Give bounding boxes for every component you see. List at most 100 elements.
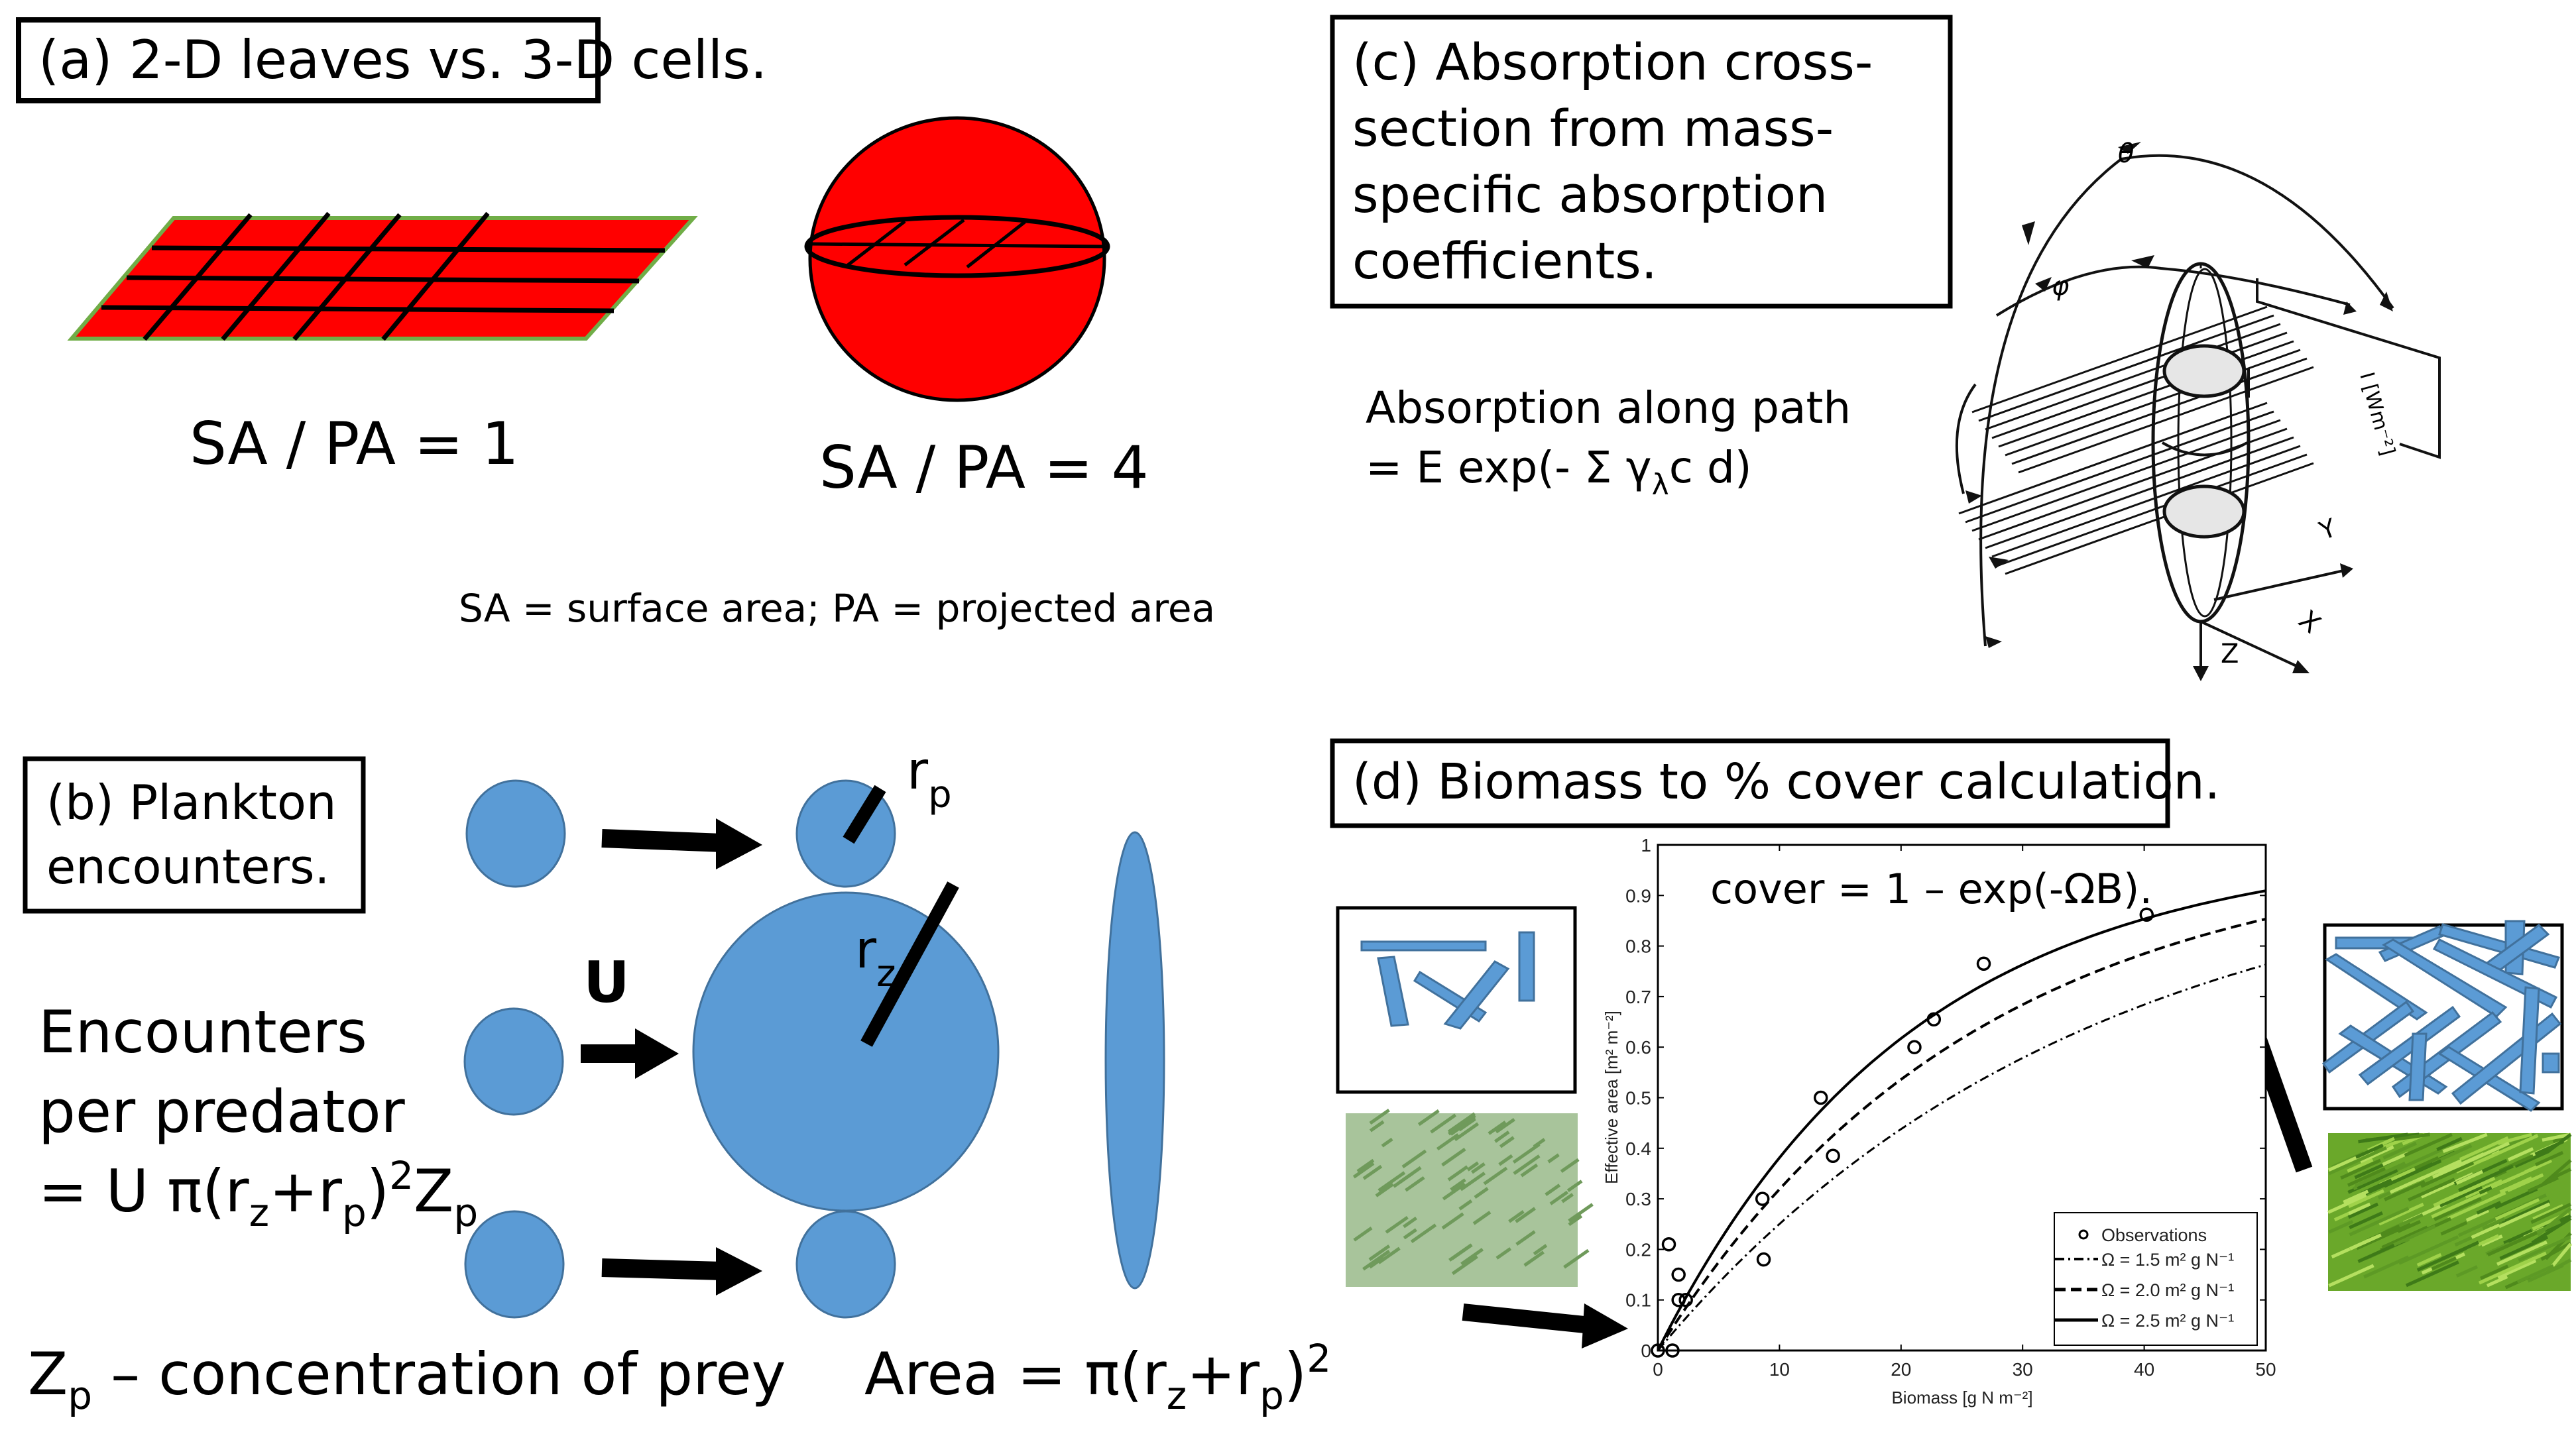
photo-blade: [2383, 1159, 2442, 1188]
photo-blade: [1545, 1184, 1561, 1197]
photo-blade: [1401, 1149, 1427, 1169]
photo-blade: [1385, 1215, 1409, 1234]
chart-legend: Observations Ω = 1.5 m² g N⁻¹ Ω = 2.0 m²…: [2054, 1212, 2258, 1346]
photo-blade: [1523, 1250, 1545, 1267]
leaf-blade: [2325, 953, 2428, 1020]
photo-blade: [1398, 1166, 1422, 1184]
photo-blade: [2481, 1234, 2503, 1247]
arrow-right-icon: [601, 818, 762, 869]
photo-blade: [2363, 1255, 2410, 1279]
prey-cell: [464, 1210, 565, 1319]
photo-blade: [2476, 1201, 2502, 1215]
photo-blade: [2436, 1136, 2463, 1152]
dense-photo-blades: [2327, 1132, 2572, 1290]
y-tick-label: 0.1: [1625, 1290, 1651, 1311]
photo-blade: [1471, 1162, 1486, 1174]
photo-blade: [2433, 1197, 2482, 1221]
predator-radius-line: [860, 881, 959, 1047]
photo-blade: [2357, 1168, 2398, 1190]
panel-b-title-line2: encounters.: [46, 839, 329, 895]
photo-blade: [1533, 1138, 1546, 1148]
photo-blade: [1448, 1243, 1473, 1262]
photo-blade: [1460, 1248, 1484, 1266]
photo-blade: [2496, 1240, 2547, 1266]
photo-blade: [2381, 1225, 2428, 1249]
photo-blade: [2482, 1217, 2506, 1231]
photo-blade: [2393, 1225, 2436, 1246]
photo-blade: [2382, 1141, 2417, 1160]
y-axis: [2213, 569, 2347, 601]
absorption-diagram: [1955, 142, 2441, 681]
photo-blade: [1381, 1137, 1393, 1148]
photo-blade: [2486, 1275, 2508, 1288]
sparse-leaf-blades: [1360, 931, 1535, 1030]
photo-blade: [1353, 1227, 1373, 1242]
photo-blade: [1549, 1190, 1568, 1205]
x-axis-label: X: [2293, 604, 2327, 639]
photo-blade: [2328, 1146, 2387, 1176]
photo-blade: [1417, 1109, 1440, 1127]
photo-blade: [2359, 1145, 2394, 1164]
photo-blade: [2469, 1179, 2503, 1197]
y-tick-label: 0.9: [1625, 885, 1651, 906]
y-tick-label: 0.5: [1625, 1088, 1651, 1109]
photo-blade: [1458, 1117, 1476, 1132]
plankton-cells: [463, 779, 1165, 1319]
sparse-seagrass-photo: [1346, 1109, 1594, 1287]
intensity-label: I [Wm⁻²]: [2355, 370, 2399, 458]
x-tick-label: 50: [2255, 1359, 2276, 1380]
photo-blade: [2507, 1147, 2534, 1162]
photo-blade: [2480, 1264, 2509, 1280]
photo-blade: [2347, 1158, 2374, 1173]
photo-blade: [2355, 1143, 2384, 1159]
leaf-blade: [1377, 956, 1409, 1027]
observation-point: [1671, 1267, 1686, 1282]
x-tick-label: 10: [1769, 1359, 1790, 1380]
photo-blade: [2524, 1159, 2551, 1174]
sparse-photo-blades: [1352, 1109, 1594, 1276]
ellipsoid-cell: [2151, 262, 2251, 624]
photo-blade: [1498, 1154, 1513, 1166]
y-tick-label: 0.6: [1625, 1037, 1651, 1058]
sphere-grid-lines: [809, 219, 1104, 268]
leaf-blade: [2519, 986, 2540, 1095]
photo-blade: [2477, 1234, 2500, 1246]
theta-label: θ: [2118, 138, 2134, 169]
y-tick-label: 0.3: [1625, 1189, 1651, 1209]
lower-light-beam: [1958, 402, 2314, 575]
sa-pa-definition: SA = surface area; PA = projected area: [459, 586, 1215, 631]
photo-blade: [2499, 1235, 2549, 1260]
photo-blade: [2328, 1264, 2374, 1288]
legend-label: Ω = 2.5 m² g N⁻¹: [2101, 1311, 2234, 1331]
photo-blade: [2549, 1168, 2572, 1181]
photo-blade: [1483, 1166, 1508, 1186]
photo-blade: [1533, 1244, 1548, 1256]
theta-arc: [1979, 154, 2394, 647]
photo-blade: [1460, 1172, 1486, 1191]
observation-point: [2139, 907, 2154, 922]
x-tick-label: 40: [2134, 1359, 2154, 1380]
photo-blade: [2343, 1189, 2369, 1204]
absorption-path-line1: Absorption along path: [1366, 382, 1851, 433]
panel-b-title-box: [23, 756, 366, 914]
photo-blade: [1493, 1131, 1510, 1143]
panel-c-title-line: (c) Absorption cross-: [1352, 32, 1873, 91]
photo-blade: [2378, 1202, 2424, 1226]
phi-arc: [1995, 265, 2351, 317]
photo-blade: [1515, 1207, 1536, 1223]
panel-c-title-line: section from mass-: [1352, 99, 1834, 158]
y-tick-label: 1: [1641, 835, 1651, 855]
panel-c-title-box: [1330, 15, 1953, 309]
photo-blade: [1466, 1161, 1480, 1172]
panel-d-title: (d) Biomass to % cover calculation.: [1352, 753, 2220, 810]
photo-blade: [1356, 1158, 1375, 1173]
x-axis: [2200, 620, 2304, 671]
photo-blade: [1377, 1171, 1406, 1192]
photo-blade: [2417, 1159, 2462, 1182]
dense-leaf-blades: [2321, 920, 2562, 1112]
y-tick-label: 0.2: [1625, 1239, 1651, 1260]
photo-blade: [2498, 1202, 2551, 1229]
encounter-cross-section: [1104, 831, 1165, 1290]
photo-blade: [1495, 1247, 1512, 1260]
